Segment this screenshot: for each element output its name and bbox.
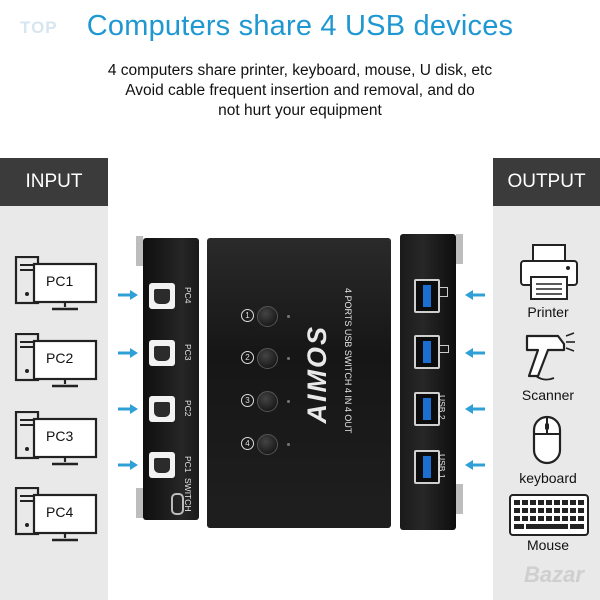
pc-item-3: [14, 410, 98, 467]
usb-a-port-1[interactable]: [414, 450, 440, 484]
port-label-pc1: PC1: [183, 456, 193, 473]
select-button-4[interactable]: [257, 434, 278, 455]
computer-icon: [14, 332, 98, 388]
keyboard-mark-icon: [438, 345, 449, 353]
pc-item-4: [14, 486, 98, 543]
brand-logo: AIMOS: [302, 325, 332, 424]
usb-a-port-4[interactable]: [414, 279, 440, 313]
switch-port-label: SWITCH: [183, 478, 193, 512]
printer-icon: [520, 244, 578, 300]
device-label-keyboard: keyboard: [519, 470, 577, 486]
printer-mark-icon: [438, 287, 448, 297]
indicator-led-1: [287, 315, 290, 318]
port-label-pc3: PC3: [183, 344, 193, 361]
button-number-4: 4: [241, 437, 254, 450]
pc-item-1: [14, 255, 98, 312]
arrow-left-icon: [465, 290, 485, 300]
mouse-icon: [532, 415, 562, 465]
watermark-text: TOP: [20, 18, 58, 37]
arrow-right-icon: [118, 290, 138, 300]
arrow-left-icon: [465, 460, 485, 470]
arrow-right-icon: [118, 404, 138, 414]
model-text: 4 PORTS USB SWITCH 4 IN 4 OUT: [343, 288, 353, 434]
usb-b-port-pc4[interactable]: [149, 283, 175, 309]
mount-ear: [136, 488, 143, 518]
indicator-led-4: [287, 443, 290, 446]
button-number-3: 3: [241, 394, 254, 407]
usb-b-port-pc3[interactable]: [149, 340, 175, 366]
computer-icon: [14, 486, 98, 542]
device-label-scanner: Scanner: [521, 387, 575, 403]
select-button-3[interactable]: [257, 391, 278, 412]
pc-label-3: PC3: [46, 428, 74, 444]
indicator-led-3: [287, 400, 290, 403]
mount-ear: [136, 236, 143, 266]
port-label-usb1: USB 1: [437, 454, 447, 479]
mount-ear: [456, 234, 463, 264]
switch-port[interactable]: [171, 493, 184, 515]
device-label-mouse: Mouse: [526, 537, 570, 553]
select-button-1[interactable]: [257, 306, 278, 327]
page-title: Computers share 4 USB devices: [86, 10, 514, 42]
subtitle-line-2: Avoid cable frequent insertion and remov…: [125, 82, 475, 99]
mount-ear: [456, 484, 463, 514]
port-label-pc4: PC4: [183, 287, 193, 304]
device-label-printer: Printer: [527, 304, 569, 320]
pc-item-2: [14, 332, 98, 389]
scanner-icon: [525, 332, 575, 381]
arrow-right-icon: [118, 348, 138, 358]
indicator-led-2: [287, 357, 290, 360]
switch-body: [207, 238, 391, 528]
port-label-pc2: PC2: [183, 400, 193, 417]
arrow-left-icon: [465, 404, 485, 414]
pc-label-2: PC2: [46, 350, 74, 366]
bazar-watermark: Bazar: [524, 562, 584, 587]
subtitle-line-3: not hurt your equipment: [218, 102, 382, 119]
select-button-2[interactable]: [257, 348, 278, 369]
computer-icon: [14, 255, 98, 311]
button-number-1: 1: [241, 309, 254, 322]
button-number-2: 2: [241, 351, 254, 364]
pc-label-1: PC1: [46, 273, 74, 289]
port-label-usb2: USB 2: [437, 395, 447, 420]
output-heading: OUTPUT: [493, 158, 600, 206]
pc-label-4: PC4: [46, 504, 74, 520]
subtitle-line-1: 4 computers share printer, keyboard, mou…: [107, 62, 493, 79]
keyboard-icon: [509, 494, 589, 536]
computer-icon: [14, 410, 98, 466]
input-heading: INPUT: [0, 158, 108, 206]
usb-b-port-pc1[interactable]: [149, 452, 175, 478]
arrow-right-icon: [118, 460, 138, 470]
arrow-left-icon: [465, 348, 485, 358]
usb-a-port-3[interactable]: [414, 335, 440, 369]
usb-a-port-2[interactable]: [414, 392, 440, 426]
usb-b-port-pc2[interactable]: [149, 396, 175, 422]
